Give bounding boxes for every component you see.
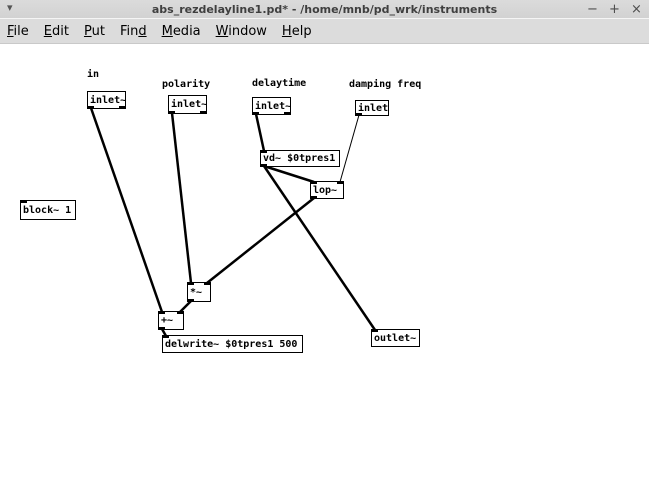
menu-item-media[interactable]: Media [161,23,201,39]
connection-vd-to-lop[interactable] [263,164,315,184]
object-text: block~ 1 [23,204,72,216]
menu-item-help[interactable]: Help [281,23,312,39]
object-text: +~ [161,315,174,326]
object-box-inlet-damping-freq[interactable]: inlet [355,100,389,116]
object-text: lop~ [313,184,338,196]
object-text: delwrite~ $0tpres1 500 [165,338,298,350]
window-controls: − + × [586,0,643,19]
inlet-nub[interactable] [260,150,267,153]
connection-vd-to-outlet[interactable] [262,165,377,331]
window-menu-icon[interactable]: ▾ [7,1,13,14]
close-icon[interactable]: × [631,2,642,17]
inlet-nub[interactable] [337,181,344,184]
outlet-nub[interactable] [158,327,165,330]
inlet-nub[interactable] [371,329,378,332]
connection-inlet-delaytime-to-vd[interactable] [254,113,266,152]
outlet-nub[interactable] [87,106,94,109]
object-box-inlet-polarity[interactable]: inlet~ [168,95,207,114]
window-titlebar[interactable]: ▾ abs_rezdelayline1.pd* - /home/mnb/pd_w… [0,0,649,19]
object-text: inlet~ [90,94,127,106]
object-text: inlet~ [255,100,292,112]
object-box-inlet-in[interactable]: inlet~ [87,91,126,109]
comment-damping-freq[interactable]: damping freq [349,79,422,90]
inlet-nub[interactable] [177,311,184,314]
outlet-nub[interactable] [260,164,267,167]
object-text: vd~ $0tpres1 [263,153,336,164]
outlet-nub[interactable] [200,111,207,114]
object-box-block[interactable]: block~ 1 [20,200,76,220]
comment-in[interactable]: in [87,69,100,80]
object-box-delwrite[interactable]: delwrite~ $0tpres1 500 [162,335,303,353]
object-text: outlet~ [374,332,417,344]
object-box-multiply[interactable]: *~ [187,282,211,302]
connection-inlet-damping-freq-to-lop[interactable] [339,114,360,183]
object-text: inlet [358,102,389,114]
object-box-vd[interactable]: vd~ $0tpres1 [260,150,340,167]
object-box-inlet-delaytime[interactable]: inlet~ [252,97,291,115]
outlet-nub[interactable] [284,112,291,115]
connection-inlet-in-to-add[interactable] [89,107,164,313]
outlet-nub[interactable] [168,111,175,114]
comment-polarity[interactable]: polarity [162,79,211,90]
object-text: *~ [190,286,203,298]
connection-lop-to-multiply[interactable] [206,197,315,284]
menu-item-window[interactable]: Window [215,23,267,39]
menu-item-find[interactable]: Find [119,23,147,39]
inlet-nub[interactable] [310,181,317,184]
outlet-nub[interactable] [310,196,317,199]
minimize-icon[interactable]: − [587,2,598,17]
inlet-nub[interactable] [204,282,211,285]
window-title: abs_rezdelayline1.pd* - /home/mnb/pd_wrk… [151,2,498,16]
comment-delaytime[interactable]: delaytime [252,78,307,89]
connection-add-to-delwrite[interactable] [160,328,168,337]
menu-bar: File Edit Put Find Media Window Help [0,19,649,44]
inlet-nub[interactable] [162,335,169,338]
connection-multiply-to-add[interactable] [179,300,192,313]
maximize-icon[interactable]: + [609,2,620,17]
object-box-outlet[interactable]: outlet~ [371,329,420,347]
inlet-nub[interactable] [158,311,165,314]
connection-inlet-polarity-to-multiply[interactable] [170,112,193,284]
inlet-nub[interactable] [20,200,27,203]
menu-item-edit[interactable]: Edit [43,23,69,39]
object-box-add[interactable]: +~ [158,311,184,330]
object-text: inlet~ [171,99,208,110]
menu-item-file[interactable]: File [7,23,29,39]
object-box-lop[interactable]: lop~ [310,181,344,199]
inlet-nub[interactable] [187,282,194,285]
menu-item-put[interactable]: Put [83,23,105,39]
outlet-nub[interactable] [252,112,259,115]
outlet-nub[interactable] [355,113,362,116]
outlet-nub[interactable] [187,299,194,302]
outlet-nub[interactable] [119,106,126,109]
